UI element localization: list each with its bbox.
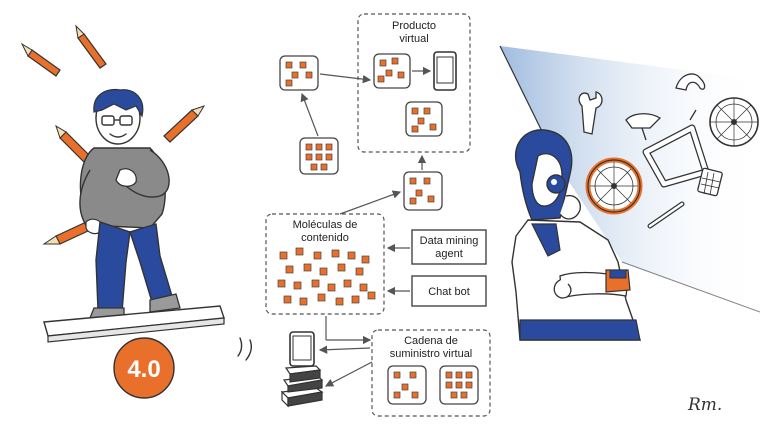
molecule-square (337, 263, 346, 272)
content-card (405, 101, 443, 137)
molecule-square (283, 295, 292, 304)
molecule-square (285, 265, 294, 274)
molecule-square (313, 251, 322, 260)
producto-virtual-group (357, 13, 471, 153)
pencil-icon (75, 24, 107, 69)
content-card (403, 171, 443, 211)
content-card (439, 365, 479, 405)
chat-bot-box: Chat bot (411, 275, 487, 307)
content-card (373, 53, 411, 89)
handlebar-icon (675, 73, 706, 91)
molecule-square (343, 279, 352, 288)
content-card (279, 55, 319, 91)
moleculas-label-line1: Moléculas de (293, 219, 358, 231)
cadena-label-line1: Cadena de (404, 335, 458, 347)
pencil-icon (163, 105, 206, 143)
molecule-square (327, 283, 336, 292)
juggler-figure (20, 24, 253, 361)
molecule-square (295, 247, 304, 256)
molecule-square (317, 293, 326, 302)
molecule-square (277, 279, 286, 288)
content-flow-diagram: Producto virtual (265, 13, 491, 417)
data-mining-label-line1: Data mining (420, 235, 479, 247)
bicycle-wheel-icon (709, 97, 759, 147)
magnifier-icon (546, 174, 566, 194)
bicycle-saddle-icon (625, 113, 662, 141)
seat-post-icon (647, 201, 685, 229)
molecule-square (361, 255, 370, 264)
molecule-square (319, 267, 328, 276)
molecule-cluster (277, 247, 376, 306)
molecule-square (335, 297, 344, 306)
molecule-square (355, 267, 364, 276)
molecule-square (367, 291, 376, 300)
version-badge: 4.0 (113, 337, 175, 399)
cadena-label-line2: suministro virtual (390, 348, 473, 360)
version-badge-text: 4.0 (127, 356, 160, 383)
molecule-square (331, 249, 340, 258)
molecule-square (351, 295, 360, 304)
molecule-square (299, 297, 308, 306)
molecule-square (303, 263, 312, 272)
tablet-icon (289, 331, 315, 367)
pencil-icon (20, 42, 61, 77)
content-card (387, 365, 427, 405)
artist-signature: Rm. (687, 395, 722, 415)
producto-virtual-label-line1: Producto (392, 20, 436, 32)
bicycle-wheel-icon (585, 157, 643, 215)
molecule-square (347, 251, 356, 260)
wrench-icon (578, 91, 603, 135)
calculator-icon (697, 167, 723, 197)
data-mining-agent-box: Data mining agent (411, 229, 487, 265)
molecule-square (293, 281, 302, 290)
content-card (299, 137, 339, 175)
smartphone-icon (433, 51, 457, 91)
cadena-suministro-group (371, 329, 491, 417)
analyst-figure (499, 45, 760, 341)
molecule-square (311, 279, 320, 288)
books-icon (280, 365, 324, 408)
chat-bot-label: Chat bot (428, 286, 470, 298)
moleculas-label-line2: contenido (301, 232, 349, 244)
data-mining-label-line2: agent (435, 248, 463, 260)
molecule-square (359, 283, 368, 292)
molecule-square (279, 251, 288, 260)
moleculas-group (265, 213, 385, 315)
producto-virtual-label-line2: virtual (399, 33, 428, 45)
